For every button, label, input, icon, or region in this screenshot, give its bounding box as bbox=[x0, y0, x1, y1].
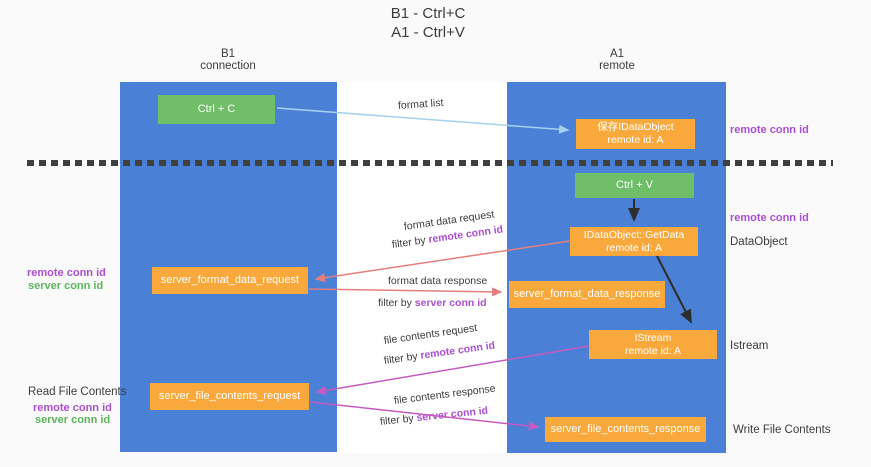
title-line-1: B1 - Ctrl+C bbox=[390, 5, 466, 22]
node-ctrl-v: Ctrl + V bbox=[575, 173, 694, 198]
node-server-format-data-request: server_format_data_request bbox=[152, 267, 308, 294]
column-b1-subtitle: connection bbox=[200, 60, 256, 72]
node-save-idataobject: 保存IDataObject remote id: A bbox=[576, 119, 695, 149]
right-dataobject-label: DataObject bbox=[730, 236, 788, 248]
filter-by-text: filter by bbox=[378, 297, 415, 309]
node-server-format-data-request-label: server_format_data_request bbox=[160, 274, 300, 286]
label-format-data-response: format data response bbox=[388, 275, 488, 287]
node-istream: IStream remote id: A bbox=[589, 330, 717, 359]
node-istream-line2: remote id: A bbox=[624, 344, 682, 357]
column-b1-name: B1 bbox=[220, 48, 236, 60]
column-a1-subtitle: remote bbox=[599, 60, 635, 72]
node-server-file-contents-request: server_file_contents_request bbox=[150, 383, 309, 410]
node-ctrl-c: Ctrl + C bbox=[158, 95, 275, 124]
node-getdata-line2: remote id: A bbox=[605, 241, 663, 254]
right-remote-conn-id-2: remote conn id bbox=[730, 212, 809, 224]
left-read-file-contents-label: Read File Contents bbox=[28, 386, 127, 398]
node-server-file-contents-response: server_file_contents_response bbox=[545, 417, 706, 442]
node-server-format-data-response-label: server_format_data_response bbox=[513, 288, 661, 300]
node-istream-line1: IStream bbox=[634, 331, 672, 344]
node-getdata-line1: IDataObject::GetData bbox=[583, 228, 685, 241]
right-istream-label: Istream bbox=[730, 340, 769, 352]
column-header-a1: A1 remote bbox=[557, 48, 677, 72]
left-remote-conn-id-2: remote conn id bbox=[33, 402, 112, 414]
node-save-idataobject-line2: remote id: A bbox=[607, 134, 664, 146]
node-server-file-contents-request-label: server_file_contents_request bbox=[158, 390, 301, 402]
left-server-conn-id-1: server conn id bbox=[28, 280, 104, 292]
node-server-file-contents-response-label: server_file_contents_response bbox=[550, 423, 701, 435]
server-conn-id-text: server conn id bbox=[414, 297, 487, 309]
label-filter-by-server-1: filter by server conn id bbox=[378, 297, 487, 309]
node-ctrl-v-label: Ctrl + V bbox=[616, 179, 653, 191]
column-a1-name: A1 bbox=[609, 48, 625, 60]
left-server-conn-id-2: server conn id bbox=[35, 414, 111, 426]
left-remote-conn-id-1: remote conn id bbox=[27, 267, 106, 279]
node-idataobject-getdata: IDataObject::GetData remote id: A bbox=[570, 227, 698, 256]
node-save-idataobject-line1: 保存IDataObject bbox=[597, 121, 674, 133]
right-write-file-contents-label: Write File Contents bbox=[733, 424, 831, 436]
node-server-format-data-response: server_format_data_response bbox=[509, 281, 665, 308]
node-ctrl-c-label: Ctrl + C bbox=[197, 103, 236, 115]
diagram-title: B1 - Ctrl+C A1 - Ctrl+V bbox=[298, 4, 558, 42]
column-header-b1: B1 connection bbox=[168, 48, 288, 72]
title-line-2: A1 - Ctrl+V bbox=[391, 24, 465, 41]
right-remote-conn-id-1: remote conn id bbox=[730, 124, 809, 136]
